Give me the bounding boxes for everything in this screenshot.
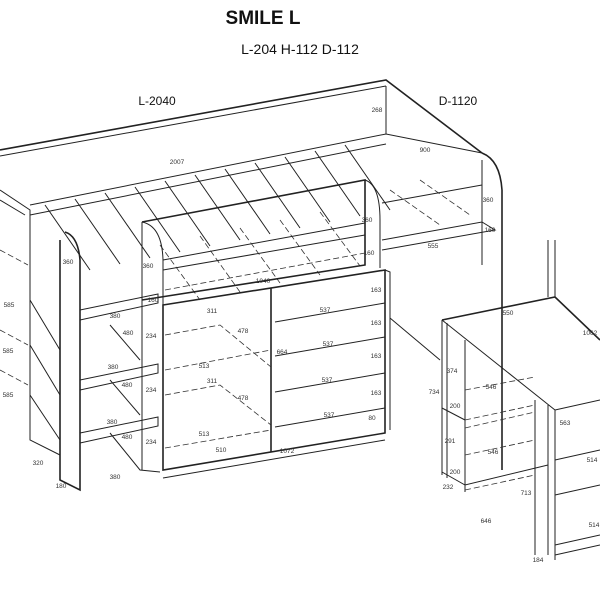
- dim-right-guard: 360: [483, 197, 494, 204]
- dim-mattress-width: 900: [420, 147, 431, 154]
- dim-shelf-width: 513: [199, 431, 210, 438]
- dim-step-depth: 480: [122, 382, 133, 389]
- dim-desk-drawer-height: 563: [560, 420, 571, 427]
- dim-front-length: 1040: [256, 278, 271, 285]
- dim-mid-guard: 360: [362, 217, 373, 224]
- dim-total-width: 1072: [280, 448, 295, 455]
- bed-front-panel: [141, 179, 366, 470]
- dim-desk-drawer-width: 514: [587, 457, 598, 464]
- dim-step-depth: 480: [123, 330, 134, 337]
- dim-desk-shelf-width: 546: [486, 384, 497, 391]
- dim-desk-base-depth: 232: [443, 484, 454, 491]
- dim-drawer-width: 537: [324, 412, 335, 419]
- product-title: SMILE L: [225, 8, 301, 29]
- dim-side-height: 585: [4, 302, 15, 309]
- dim-drawer-height: 163: [371, 353, 382, 360]
- dim-desk-shelf-depth: 200: [450, 403, 461, 410]
- dim-base-depth: 320: [33, 460, 44, 467]
- dim-mattress-length: 2007: [170, 159, 185, 166]
- ladder: [59, 231, 161, 492]
- overall-length-label: L-2040: [138, 94, 176, 108]
- dim-drawer-height: 163: [371, 320, 382, 327]
- dim-step: 380: [110, 313, 121, 320]
- left-section: [0, 189, 61, 456]
- dim-desk-shelf-depth: 200: [450, 469, 461, 476]
- dim-desk-top-width: 550: [503, 310, 514, 317]
- dim-drawer-width: 537: [323, 341, 334, 348]
- dim-left-guard: 360: [143, 263, 154, 270]
- dim-post-width: 180: [56, 483, 67, 490]
- dim-desk-drawer-width: 514: [589, 522, 600, 529]
- dim-shelf-depth: 478: [238, 328, 249, 335]
- dim-base-width: 380: [110, 474, 121, 481]
- dim-right-shelf: 555: [428, 243, 439, 250]
- dim-desk-upper-gap: 374: [447, 368, 458, 375]
- dim-step-height: 234: [146, 387, 157, 394]
- dim-drawer-width: 537: [320, 307, 331, 314]
- dim-step-height: 234: [146, 439, 157, 446]
- bed-back-rail: [0, 79, 483, 157]
- dim-step: 380: [107, 419, 118, 426]
- dim-drawer-height: 163: [371, 287, 382, 294]
- dim-desk-top-length: 1062: [583, 330, 598, 337]
- dim-shelf-height: 311: [207, 308, 218, 315]
- bed-slats: [29, 133, 497, 301]
- dim-shelf-width: 513: [199, 363, 210, 370]
- dim-desk-leg-height: 713: [521, 490, 532, 497]
- dim-mid-gap: 160: [364, 250, 375, 257]
- bed-right-panel: [364, 152, 503, 470]
- dim-shelf-height: 311: [207, 378, 218, 385]
- dim-desk-lower-gap: 291: [445, 438, 456, 445]
- dim-drawer-height: 163: [371, 390, 382, 397]
- product-dimensions: L-204 H-112 D-112: [241, 41, 359, 57]
- dim-rail-height: 268: [372, 107, 383, 114]
- desk: [389, 240, 600, 560]
- overall-depth-label: D-1120: [439, 94, 478, 108]
- cabinet: [162, 269, 391, 479]
- dim-left-gap: 160: [148, 297, 159, 304]
- dim-step: 380: [108, 364, 119, 371]
- dim-desk-height: 734: [429, 389, 440, 396]
- dim-side-height: 585: [3, 392, 14, 399]
- dim-plinth: 80: [368, 415, 376, 422]
- dim-desk-depth: 646: [481, 518, 492, 525]
- dim-side-shelf: 360: [63, 259, 74, 266]
- dim-shelf-depth: 478: [238, 395, 249, 402]
- dim-cabinet-height: 664: [277, 349, 288, 356]
- dim-drawer-width: 537: [322, 377, 333, 384]
- dim-bottom-width: 510: [216, 447, 227, 454]
- dim-side-height: 585: [3, 348, 14, 355]
- dim-step-height: 234: [146, 333, 157, 340]
- dim-step-depth: 480: [122, 434, 133, 441]
- dim-desk-plinth: 184: [533, 557, 544, 564]
- dim-desk-shelf-width: 546: [488, 449, 499, 456]
- dim-right-gap: 160: [485, 227, 496, 234]
